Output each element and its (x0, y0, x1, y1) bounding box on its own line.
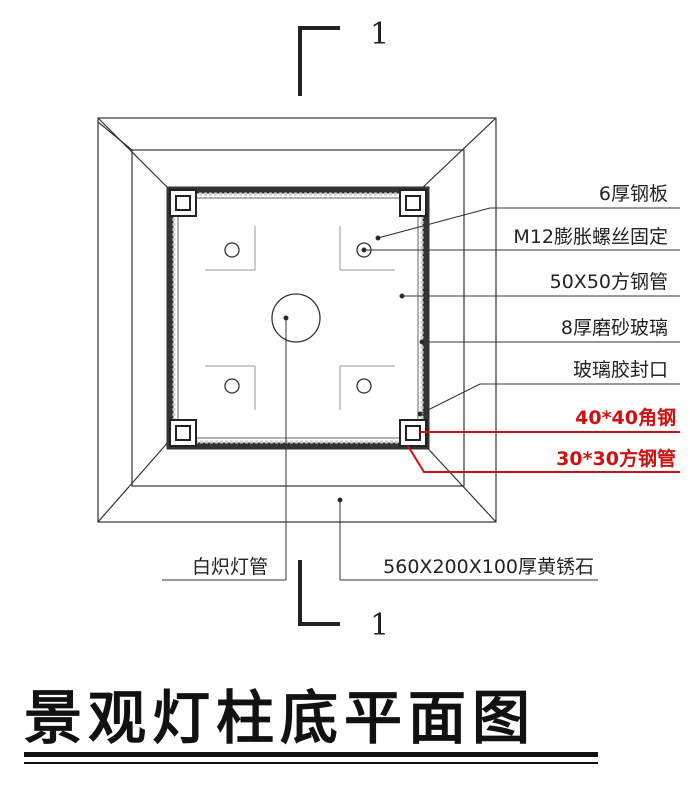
label-frosted-glass: 8厚磨砂玻璃 (561, 317, 668, 339)
label-square-tube-30: 30*30方钢管 (556, 447, 676, 470)
lamp-hole (271, 293, 321, 343)
label-stone: 560X200X100厚黄锈石 (383, 556, 594, 578)
label-angle-steel: 40*40角钢 (575, 406, 676, 429)
section-number-top: 1 (370, 17, 389, 52)
leader-lines (162, 207, 680, 581)
section-mark-top (298, 26, 340, 96)
section-number-bottom: 1 (370, 608, 389, 643)
label-steel-plate: 6厚钢板 (599, 183, 668, 205)
title-underline-thin (24, 762, 598, 764)
bolt-holes (224, 242, 372, 394)
fixture-guides (205, 226, 395, 410)
leader-lines-red (407, 431, 680, 473)
drawing-title: 景观灯柱底平面图 (24, 684, 536, 752)
label-square-tube-50: 50X50方钢管 (550, 271, 668, 293)
section-mark-bottom (298, 560, 340, 626)
label-incandescent: 白炽灯管 (192, 556, 268, 578)
title-underline-thick (24, 752, 598, 757)
label-glass-seal: 玻璃胶封口 (573, 359, 668, 381)
label-expansion-bolt: M12膨胀螺丝固定 (513, 226, 668, 248)
stone-base (97, 117, 497, 523)
